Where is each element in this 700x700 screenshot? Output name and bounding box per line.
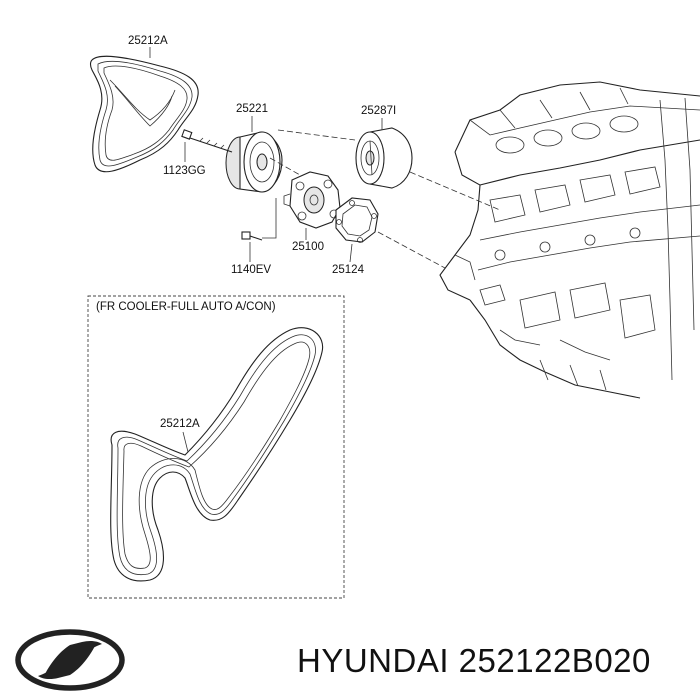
callout-label-water-pump: 25100 (292, 241, 324, 253)
leader-line-gasket (349, 243, 353, 263)
callout-label-gasket: 25124 (332, 264, 365, 276)
drive-belt-top (89, 55, 199, 173)
option-box-title: (FR COOLER-FULL AUTO A/CON) (96, 301, 276, 313)
callout-label-belt-box: 25212A (160, 418, 200, 430)
idler-pulley-part (225, 131, 283, 193)
water-pump-part (283, 171, 341, 229)
hyundai-logo-icon (15, 629, 125, 691)
gasket-part (335, 197, 379, 243)
water-pump-pulley-part (355, 127, 413, 189)
bolt-top-part (181, 129, 233, 153)
callout-label-bolt-bottom: 1140EV (231, 264, 271, 276)
assembly-dashed-lines (269, 129, 501, 269)
drive-belt-box (110, 327, 324, 582)
callout-label-belt-top: 25212A (128, 35, 168, 47)
option-box-frame (87, 295, 345, 599)
engine-block-drawing (439, 81, 700, 399)
callout-label-bolt-top: 1123GG (163, 165, 206, 177)
callout-label-water-pump-pulley: 25287I (361, 105, 396, 117)
brand-part-number-caption: HYUNDAI 252122B020 (297, 642, 651, 679)
bolt-bottom-part (241, 231, 263, 241)
callout-label-idler-pulley: 25221 (236, 103, 268, 115)
bracket-line (262, 198, 277, 239)
leader-line-belt-box (182, 431, 189, 453)
